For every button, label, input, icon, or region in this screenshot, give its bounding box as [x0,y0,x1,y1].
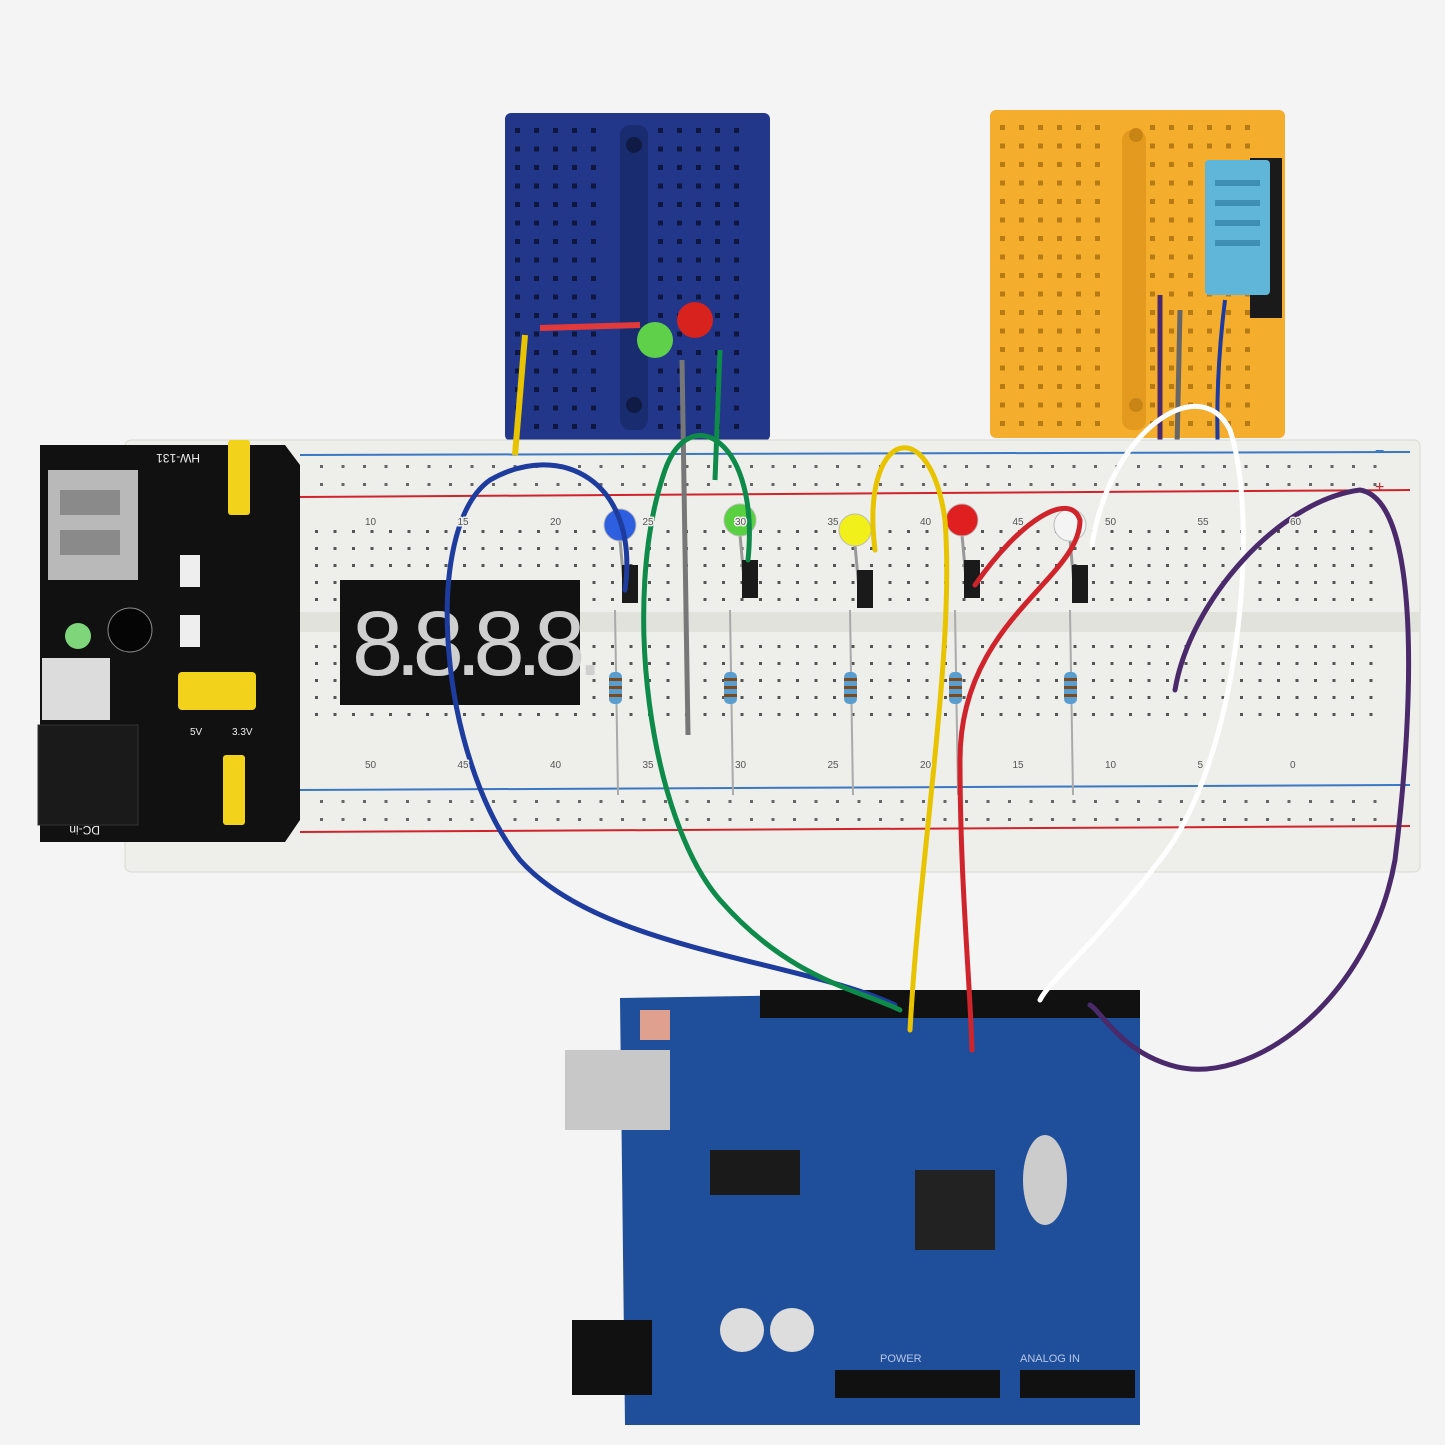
seven-segment-display: 8.8.8.8. [340,580,603,705]
power-switch[interactable] [42,658,110,720]
column-number: 30 [735,517,747,528]
led-yellow [838,513,872,547]
column-number: 30 [735,760,747,771]
usb-b-port [565,1050,670,1130]
led-red-mini [677,302,713,338]
column-number: 20 [550,517,562,528]
column-number: 10 [365,517,377,528]
blue-mini-breadboard [505,113,770,441]
column-number: 5 [1198,760,1204,771]
column-number: 40 [920,517,932,528]
column-number: 25 [828,760,840,771]
arduino-analog-label: ANALOG IN [1020,1353,1080,1365]
column-number: 45 [458,760,470,771]
dc-jack [37,724,139,826]
column-number: 45 [1013,517,1025,528]
column-number: 55 [1198,517,1210,528]
microcontroller-chip [915,1170,995,1250]
column-number: 20 [920,760,932,771]
main-breadboard: + − [124,439,1421,873]
usb-port [48,470,138,580]
column-number: 25 [643,517,655,528]
column-number: 50 [1105,517,1117,528]
power-header [835,1370,1000,1398]
jumper-connector [1072,565,1088,603]
display-digits: 8.8.8.8. [352,593,595,695]
analog-header [1020,1370,1135,1398]
column-number: 60 [1290,517,1302,528]
wire-red [957,506,1083,1053]
arduino-dc-jack [572,1320,652,1395]
wire-purple [1087,487,1412,1072]
voltage-3v3-label: 3.3V [232,727,253,738]
dc-in-label: DC-in [69,823,100,837]
power-module: HW-131 DC-in 5V 3.3V [37,440,300,842]
resistors [609,609,1077,796]
rail-minus-label: − [1375,443,1384,460]
voltage-5v-label: 5V [190,727,203,738]
power-led [65,623,91,649]
wire-blue [444,462,898,1008]
jumper-connector [857,570,873,608]
led-green-mini [637,322,673,358]
column-number: 15 [1013,760,1025,771]
column-number: 15 [458,517,470,528]
digital-header [760,990,1140,1018]
column-number: 10 [1105,760,1117,771]
column-number: 40 [550,760,562,771]
column-number: 50 [365,760,377,771]
wire-white [1037,403,1246,1003]
jumper-connector [964,560,980,598]
column-number: 35 [828,517,840,528]
wire-yellow [870,445,950,1033]
arduino-board: POWER ANALOG IN [565,990,1140,1425]
column-number: 0 [1290,760,1296,771]
rail-plus-label: + [1375,479,1384,496]
wire-green [641,433,903,1013]
mini-board-leds [512,302,723,736]
jumper-connector [742,560,758,598]
led-red [945,503,979,537]
voltage-jumper-pins[interactable] [178,440,256,825]
module-model-label: HW-131 [156,451,200,465]
column-number: 35 [643,760,655,771]
arduino-power-label: POWER [880,1353,922,1365]
jumper-wires [444,403,1412,1072]
